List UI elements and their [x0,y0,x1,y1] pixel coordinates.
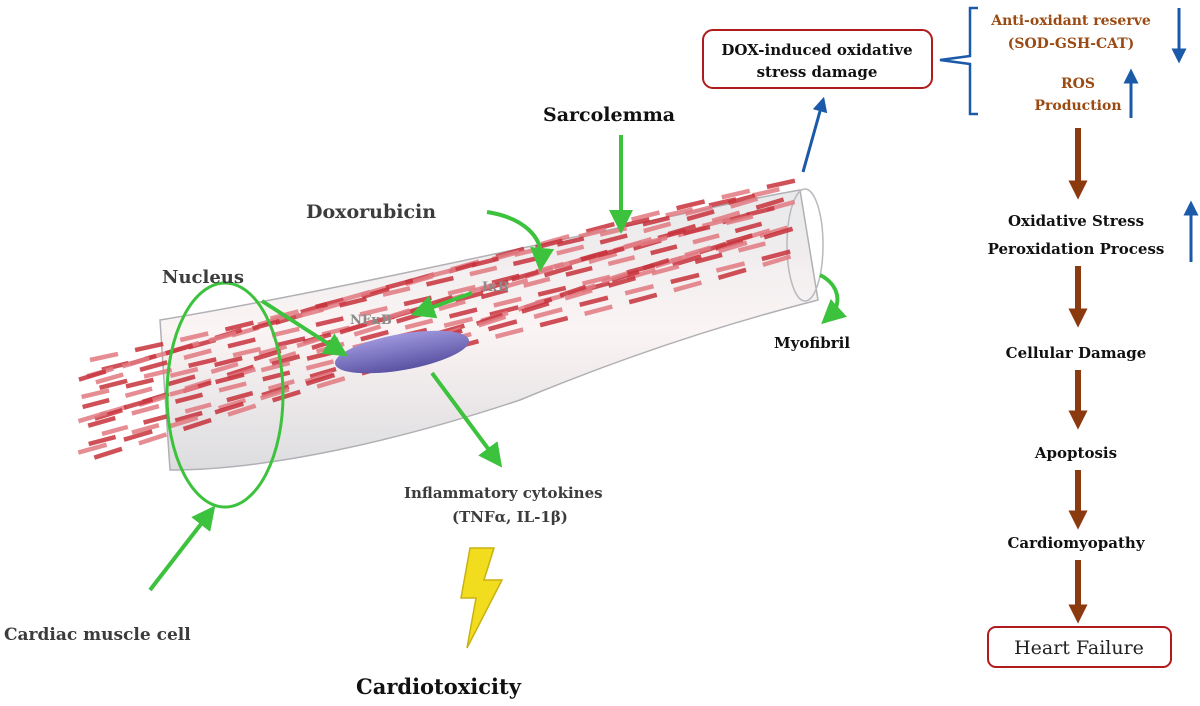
myofibril-strand [126,380,153,387]
cardiac-cell-illustration [78,181,823,507]
dox-box-line2: stress damage [757,63,878,81]
myofibril-strand [135,344,163,350]
antioxidant-line2: (SOD-GSH-CAT) [1008,36,1135,52]
myofibril-strand [132,406,159,413]
myofibril-strand [767,181,795,187]
sarcolemma-label: Sarcolemma [543,104,675,126]
myofibril-strand [82,390,110,397]
ros-line2: Production [1034,98,1121,114]
dox-box-line1: DOX-induced oxidative [721,41,912,59]
heart-failure-label: Heart Failure [1014,637,1144,659]
cardiomyopathy-label: Cardiomyopathy [1007,534,1145,552]
oxidative-line2: Peroxidation Process [988,240,1165,258]
myofibril-strand [90,354,118,360]
myofibril-strand [126,389,153,396]
myofibril-arrow [820,275,837,316]
apoptosis-label: Apoptosis [1034,444,1117,462]
nfkb-label: NFκB [350,313,392,328]
cytokines-label-line1: Inflammatory cytokines [404,484,603,502]
cardiac-cell-label: Cardiac muscle cell [4,625,191,645]
oxidative-line1: Oxidative Stress [1008,212,1144,230]
ikb-label: IκB [482,280,509,295]
myofibril-strand [94,449,122,458]
doxorubicin-label: Doxorubicin [306,201,436,223]
myofibril-label: Myofibril [774,334,850,352]
bracket [940,8,978,114]
myofibril-strand [144,416,170,423]
cardiotoxicity-label: Cardiotoxicity [356,674,522,699]
cell-label-arrow [150,515,208,590]
lightning-icon [461,548,502,648]
myofibril-strand [677,201,705,208]
dox-up-arrow [803,104,822,172]
ros-line1: ROS [1061,76,1095,92]
myofibril-strand [78,445,106,453]
cytokines-label-line2: (TNFα, IL-1β) [452,508,568,526]
antioxidant-line1: Anti-oxidant reserve [990,13,1151,29]
myofibril-strand [83,400,110,407]
cellular-damage-label: Cellular Damage [1006,344,1147,362]
nucleus-label: Nucleus [162,267,244,288]
myofibril-strand [89,437,116,444]
myofibril-strand [102,427,128,434]
